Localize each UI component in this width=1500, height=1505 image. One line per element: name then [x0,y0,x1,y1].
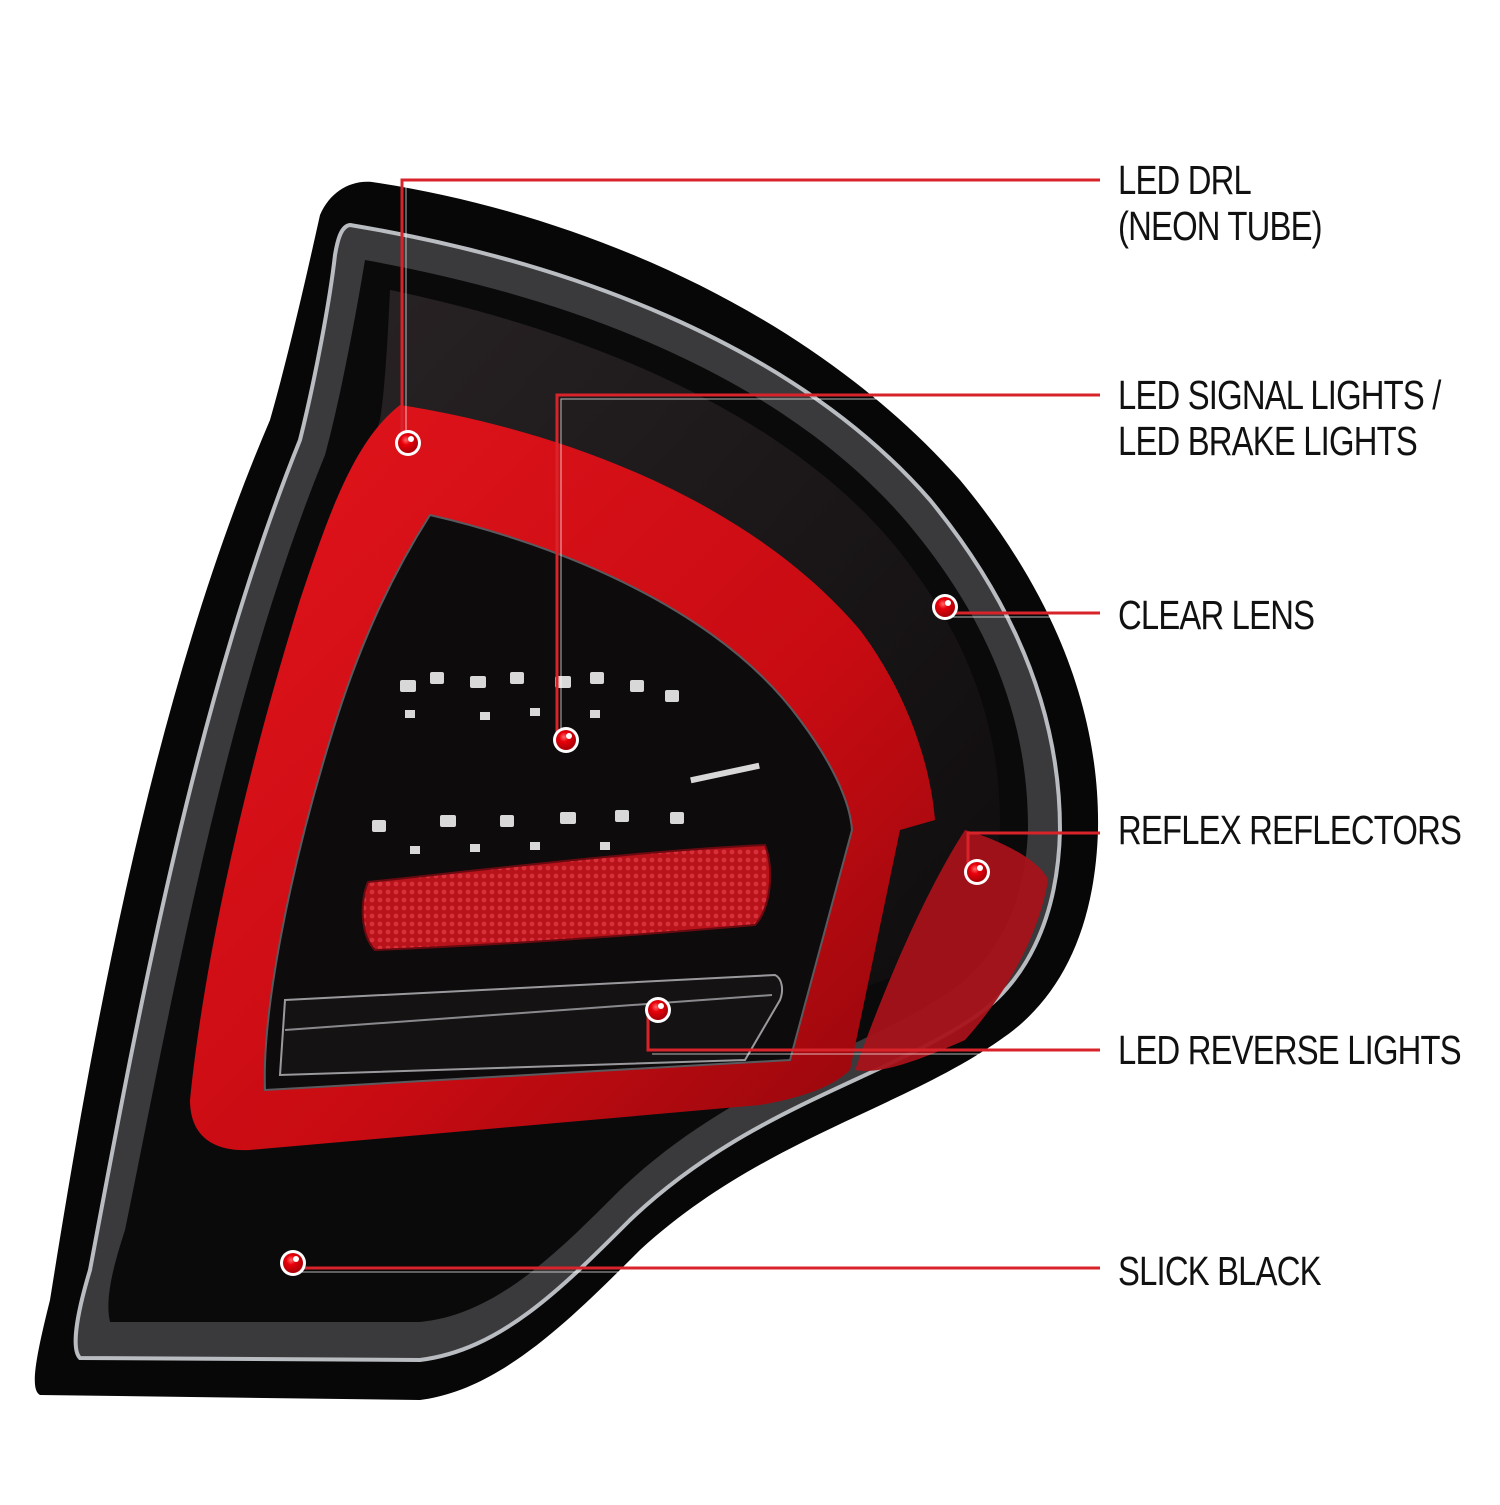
label-led-drl: LED DRL (NEON TUBE) [1118,157,1323,249]
callout-dot-icon[interactable] [964,859,990,885]
center-reflex-reflector [361,843,772,952]
label-line: SLICK BLACK [1118,1248,1321,1294]
label-line: CLEAR LENS [1118,592,1315,638]
led-signal-brake-array [372,672,760,854]
callout-lines [293,178,1100,1270]
callout-line-drl [400,178,1100,440]
callout-line-reflector [966,831,1100,870]
label-led-reverse: LED REVERSE LIGHTS [1118,1027,1462,1073]
callout-line-reverse [646,1010,1100,1052]
label-line: LED REVERSE LIGHTS [1118,1027,1462,1073]
label-line: LED DRL [1118,157,1252,203]
label-clear-lens: CLEAR LENS [1118,592,1315,638]
label-led-signal-brake: LED SIGNAL LIGHTS / LED BRAKE LIGHTS [1118,372,1441,464]
callout-dot-icon[interactable] [932,594,958,620]
callout-dot-icon[interactable] [645,997,671,1023]
label-line: LED BRAKE LIGHTS [1118,418,1418,464]
label-line: REFLEX REFLECTORS [1118,807,1462,853]
label-slick-black: SLICK BLACK [1118,1248,1321,1294]
callout-dot-icon[interactable] [280,1250,306,1276]
callout-dot-icon[interactable] [395,430,421,456]
callout-dot-icon[interactable] [553,727,579,753]
callout-line-signal [555,393,1100,740]
reverse-bar-highlight [284,994,773,1031]
label-line: (NEON TUBE) [1118,203,1323,249]
label-line: LED SIGNAL LIGHTS / [1118,372,1441,418]
label-reflex-reflectors: REFLEX REFLECTORS [1118,807,1462,853]
callout-line-halo [293,183,1100,1273]
callout-dots [280,430,990,1276]
side-reflex-reflector [855,830,1048,1071]
